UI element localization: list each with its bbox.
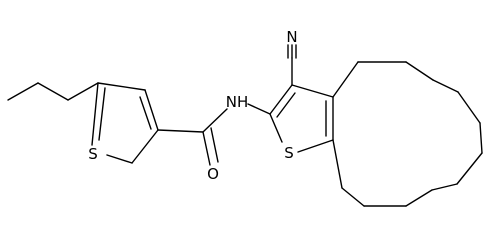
bond-ring-6 [479, 122, 483, 154]
atom-nh-amide: NH [226, 93, 249, 111]
bond-t2-c2-c3 [269, 84, 293, 115]
nitrile-group [287, 44, 297, 86]
bond-t2-c2-c3-double [276, 92, 296, 118]
atom-s-thiophene-left: S [88, 145, 98, 163]
bond-ring-8 [431, 183, 458, 191]
thiophene-ring-left [91, 82, 159, 164]
bond-t1-c4-c3 [144, 89, 159, 131]
bond-c3-carbonyl [157, 129, 204, 133]
bond-ring-12 [332, 139, 343, 189]
bond-t1-c2-s [106, 154, 133, 164]
bond-ring-4 [432, 79, 459, 93]
bond-t2-c9a-s [297, 139, 334, 153]
bond-carbonyl-o [202, 131, 211, 166]
bond-t1-c3-c2 [131, 129, 159, 164]
bond-ring-11 [341, 187, 365, 207]
bond-ring-9 [405, 189, 433, 207]
bond-t1-s-c5 [91, 82, 99, 146]
atom-n-nitrile: N [286, 28, 297, 46]
bond-ring-1 [332, 61, 359, 98]
bond-carbonyl-n [202, 108, 228, 133]
bond-ring-5 [457, 91, 481, 124]
bond-propyl-3 [67, 82, 99, 101]
thiophene-ring-fused [269, 84, 334, 153]
atom-s-thiophene-fused: S [284, 144, 294, 162]
atom-o-carbonyl: O [207, 165, 219, 183]
bond-t2-c3-c3a [291, 84, 334, 98]
cyclododecane-ring [332, 61, 483, 207]
bond-t2-s-c2 [269, 113, 283, 143]
bond-ring-3 [405, 61, 434, 81]
chemical-structure: S O NH S N [7, 28, 483, 207]
bond-carbonyl-o-double [210, 127, 219, 163]
bond-propyl-1 [7, 82, 39, 101]
amide-group [157, 103, 271, 166]
propyl-chain [7, 82, 99, 101]
bond-t1-c5-s-double [98, 87, 106, 141]
bond-t1-c5-c4 [97, 82, 146, 91]
bond-t1-c4-c3-double [139, 96, 152, 130]
bond-n-thiophene [247, 103, 271, 115]
bond-propyl-2 [37, 82, 69, 101]
bond-ring-7 [456, 152, 483, 185]
